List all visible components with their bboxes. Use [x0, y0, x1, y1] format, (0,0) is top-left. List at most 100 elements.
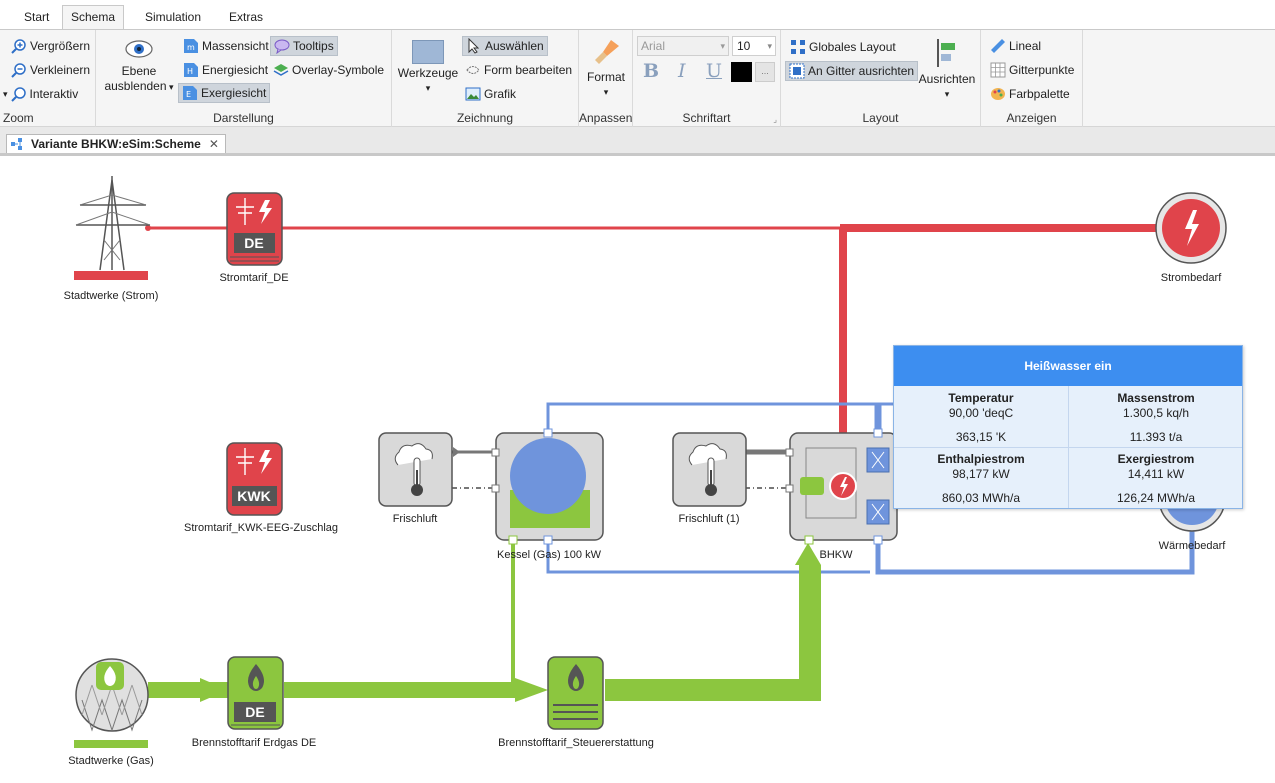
- temperatur-label: Temperatur: [948, 391, 1014, 405]
- zoom-out-label: Verkleinern: [30, 63, 91, 77]
- frischluft-1-node: [672, 432, 747, 507]
- label-waermebedarf: Wärmebedarf: [1158, 540, 1226, 552]
- dropdown-arrow-icon: ▾: [944, 89, 950, 99]
- zoom-out-button[interactable]: Verkleinern: [8, 60, 93, 80]
- frischluft-node: [378, 432, 453, 507]
- zoom-in-button[interactable]: Vergrößern: [8, 36, 93, 56]
- underline-button[interactable]: U: [706, 60, 723, 82]
- italic-button[interactable]: I: [678, 60, 686, 82]
- tab-simulation[interactable]: Simulation: [145, 10, 202, 24]
- hide-layer-label-2: ausblenden: [104, 79, 167, 93]
- tooltips-button[interactable]: Tooltips: [270, 36, 338, 56]
- color-palette-button[interactable]: Farbpalette: [987, 84, 1073, 104]
- ribbon-tabbar: Start Schema Simulation Extras: [0, 0, 1275, 29]
- global-layout-button[interactable]: Globales Layout: [787, 37, 899, 57]
- overlay-symbols-button[interactable]: Overlay-Symbole: [270, 60, 387, 80]
- document-tab-strip: Variante BHKW:eSim:Scheme ✕: [0, 127, 1275, 156]
- speech-bubble-icon: [274, 39, 290, 54]
- group-label-zeichnung: Zeichnung: [456, 111, 514, 125]
- heat-line-bottom: [546, 540, 870, 574]
- dialog-launcher-icon[interactable]: ⌟: [773, 115, 777, 124]
- edit-shape-label: Form bearbeiten: [484, 63, 573, 77]
- exergiestrom-value-1: 14,411 kW: [1127, 467, 1185, 481]
- massenstrom-value-2: 11.393 t/a: [1129, 430, 1183, 444]
- tools-label: Werkzeuge: [397, 66, 459, 80]
- document-tab[interactable]: Variante BHKW:eSim:Scheme ✕: [6, 134, 226, 153]
- picture-icon: [465, 87, 481, 101]
- brennstofftarif-erdgas-node: DE: [227, 656, 284, 730]
- group-anpassen: Format ▾ Anpassen: [579, 30, 633, 127]
- hide-layer-button[interactable]: Ebene ausblenden ▾: [104, 38, 174, 95]
- tooltips-label: Tooltips: [293, 39, 334, 53]
- format-label: Format: [586, 70, 625, 84]
- mass-view-label: Massensicht: [202, 39, 269, 53]
- group-label-zoom: Zoom: [3, 111, 34, 125]
- scheme-canvas[interactable]: DE KWK: [0, 156, 1275, 783]
- enthalpiestrom-label: Enthalpiestrom: [937, 452, 1025, 466]
- exergy-view-button[interactable]: E Exergiesicht: [178, 83, 271, 103]
- color-palette-label: Farbpalette: [1009, 87, 1070, 101]
- ruler-button[interactable]: Lineal: [987, 36, 1044, 56]
- label-brennstofftarif-steuer: Brennstofftarif_Steuererstattung: [498, 737, 654, 749]
- align-button[interactable]: Ausrichten ▾: [917, 38, 977, 102]
- group-anzeigen: Lineal Gitterpunkte Farbpalette Anzeigen: [981, 30, 1083, 127]
- brennstofftarif-steuer-node: [547, 656, 604, 730]
- global-layout-icon: [791, 40, 805, 54]
- tools-button[interactable]: Werkzeuge ▾: [396, 40, 460, 96]
- snap-to-grid-label: An Gitter ausrichten: [808, 64, 915, 78]
- label-kessel: Kessel (Gas) 100 kW: [497, 549, 601, 561]
- scheme-diagram: DE KWK: [74, 176, 1227, 748]
- font-color-swatch[interactable]: [731, 62, 752, 82]
- label-strombedarf: Strombedarf: [1160, 272, 1222, 284]
- tab-schema[interactable]: Schema: [62, 5, 125, 29]
- dropdown-arrow-icon: ▾: [603, 87, 609, 97]
- grid-points-label: Gitterpunkte: [1009, 63, 1075, 77]
- select-button[interactable]: Auswählen: [462, 36, 548, 56]
- graphic-button[interactable]: Grafik: [462, 84, 519, 104]
- massenstrom-value-1: 1.300,5 kq/h: [1122, 406, 1190, 420]
- grid-points-button[interactable]: Gitterpunkte: [987, 60, 1077, 80]
- tooltip-cell-temperatur: Temperatur 90,00 'deqC 363,15 'K: [894, 386, 1068, 444]
- bold-button[interactable]: B: [643, 60, 660, 82]
- label-frischluft: Frischluft: [392, 513, 438, 525]
- tab-start[interactable]: Start: [24, 10, 50, 24]
- badge-de-gas-text: DE: [245, 704, 264, 720]
- graphic-label: Grafik: [484, 87, 517, 101]
- energy-view-button[interactable]: H Energiesicht: [180, 60, 271, 80]
- overlay-symbols-label: Overlay-Symbole: [292, 63, 385, 77]
- close-icon[interactable]: ✕: [208, 137, 219, 151]
- format-button[interactable]: Format ▾: [581, 38, 631, 100]
- interactive-zoom-button[interactable]: ▾ Interaktiv: [0, 84, 81, 104]
- exergiestrom-value-2: 126,24 MWh/a: [1116, 491, 1196, 505]
- enthalpiestrom-value-2: 860,03 MWh/a: [941, 491, 1021, 505]
- ruler-icon: [991, 39, 1005, 53]
- edit-shape-icon: [466, 66, 480, 74]
- global-layout-label: Globales Layout: [809, 40, 896, 54]
- rectangle-tool-icon: [412, 40, 444, 64]
- stream-tooltip: Heißwasser ein Temperatur 90,00 'deqC 36…: [893, 345, 1243, 509]
- chevron-down-icon: ▾: [767, 41, 772, 51]
- tooltip-title: Heißwasser ein: [894, 346, 1242, 386]
- grid-snap-icon: [789, 63, 805, 79]
- snap-to-grid-button[interactable]: An Gitter ausrichten: [785, 61, 919, 81]
- dropdown-arrow-icon: ▾: [425, 83, 431, 93]
- select-label: Auswählen: [485, 39, 544, 53]
- exergy-view-label: Exergiesicht: [201, 86, 267, 100]
- zoom-in-icon: [11, 39, 26, 54]
- font-more-button[interactable]: ...: [755, 62, 775, 82]
- font-family-select[interactable]: Arial ▾: [637, 36, 729, 56]
- strombedarf-node: [1155, 192, 1227, 264]
- mass-view-button[interactable]: m Massensicht: [180, 36, 272, 56]
- tab-extras[interactable]: Extras: [229, 10, 264, 24]
- edit-shape-button[interactable]: Form bearbeiten: [462, 60, 575, 80]
- ribbon: Vergrößern Verkleinern ▾ Interaktiv Zoom…: [0, 29, 1275, 127]
- heat-line-return: [875, 515, 1195, 575]
- gas-tank-node: [74, 658, 149, 748]
- eye-icon: [125, 40, 153, 58]
- power-pylon-icon: [74, 176, 151, 280]
- group-label-anpassen: Anpassen: [579, 111, 633, 125]
- font-size-select[interactable]: 10 ▾: [732, 36, 776, 56]
- align-icon: [937, 39, 955, 67]
- dropdown-arrow-icon: ▾: [3, 88, 8, 99]
- temperatur-value-2: 363,15 'K: [955, 430, 1007, 444]
